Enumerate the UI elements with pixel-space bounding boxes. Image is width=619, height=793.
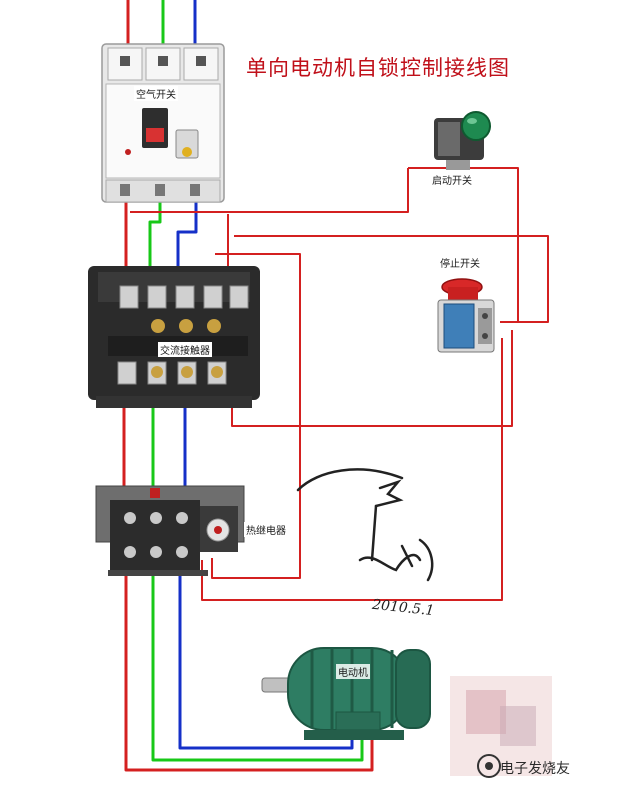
stop-switch [437, 278, 495, 353]
ac-contactor [88, 266, 260, 408]
motor [261, 647, 431, 740]
wire-red-lower-loop [231, 330, 513, 427]
switch-button-icon [434, 111, 491, 170]
start-switch [434, 111, 491, 170]
relay-label: 热继电器 [244, 522, 288, 537]
handwritten-signature [296, 468, 434, 582]
wire-red-to-motor [124, 572, 374, 772]
wire-red-bridge [130, 168, 409, 213]
watermark-area [450, 676, 552, 778]
wire-green-breaker-contactor [148, 198, 162, 290]
gear-logo-icon [477, 754, 501, 778]
wire-red-relay-aux [211, 490, 301, 579]
wire-green-to-motor [151, 572, 364, 762]
contactor-label: 交流接触器 [158, 342, 212, 357]
motor-label: 电动机 [336, 664, 370, 679]
breaker-label: 空气开关 [134, 86, 178, 101]
watermark-text: 电子发烧友 [500, 761, 570, 777]
diagram-title: 单向电动机自锁控制接线图 [246, 56, 510, 80]
wire-red-contactor-top [215, 253, 301, 490]
wire-red-control-loop [234, 235, 549, 323]
wire-red-start-return [408, 167, 519, 322]
thermal-relay [95, 485, 245, 576]
start-switch-label: 启动开关 [432, 176, 472, 187]
stop-button-icon [437, 278, 495, 353]
wire-blue-breaker-contactor [176, 198, 198, 290]
stop-switch-label: 停止开关 [440, 259, 480, 270]
wire-red-relay-stop [201, 338, 503, 601]
air-breaker [101, 43, 225, 203]
